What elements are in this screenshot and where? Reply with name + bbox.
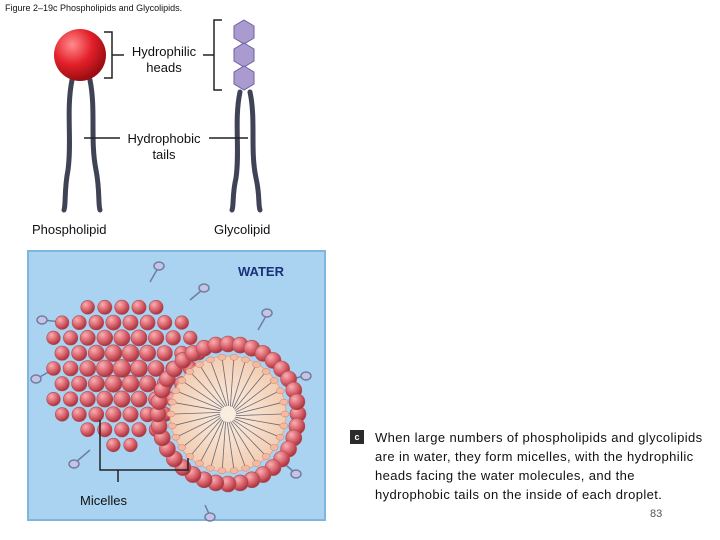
- hydrophobic-label-line1: Hydrophobic: [127, 131, 201, 146]
- label-connectors: [84, 19, 248, 139]
- glycolipid-head-bracket: [213, 19, 222, 91]
- hydrophobic-tails-label: Hydrophobic tails: [118, 131, 210, 163]
- glycolipid-molecule: [229, 19, 263, 213]
- phospholipid-molecule: [54, 29, 106, 213]
- water-label: WATER: [238, 264, 284, 279]
- micelles-pointer: [99, 420, 189, 482]
- micelle-right-cross-section: [149, 335, 307, 493]
- micelles-label: Micelles: [80, 493, 127, 508]
- hydrophilic-heads-label: Hydrophilic heads: [126, 44, 202, 76]
- figure-title: Figure 2–19c Phospholipids and Glycolipi…: [5, 3, 183, 13]
- hydrophilic-label-line2: heads: [146, 60, 182, 75]
- phospholipid-label: Phospholipid: [32, 222, 107, 237]
- hydrophobic-label-line2: tails: [152, 147, 176, 162]
- figure-caption: When large numbers of phospholipids and …: [375, 430, 703, 502]
- glycolipid-tail-left: [229, 89, 243, 213]
- hydrophilic-label-line1: Hydrophilic: [131, 44, 197, 59]
- phospholipid-tail-right: [87, 77, 103, 213]
- panel-letter-badge: c: [350, 430, 364, 444]
- page-number: 83: [650, 508, 663, 520]
- phospholipid-head-icon: [54, 29, 106, 81]
- sugar-chain-icon: [233, 19, 255, 91]
- glycolipid-label: Glycolipid: [214, 222, 271, 237]
- glycolipid-tail-right: [247, 89, 263, 213]
- phospholipid-tail-left: [61, 77, 75, 213]
